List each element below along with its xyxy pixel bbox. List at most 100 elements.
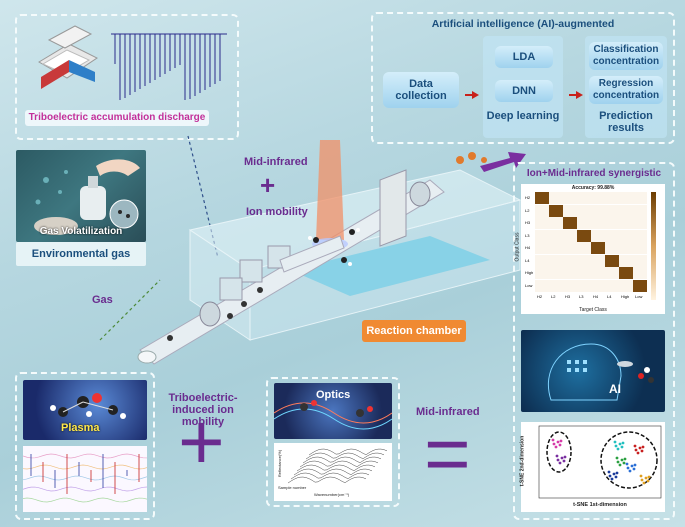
tsne-point [646, 479, 650, 483]
confusion-matrix-row-label: H2 [525, 195, 531, 201]
tsne-point [614, 475, 618, 479]
confusion-matrix-col-label: L3 [579, 294, 584, 299]
confusion-matrix-cell [591, 267, 605, 279]
bottom-plus-sign: + [178, 397, 225, 486]
arrow-2-head [576, 91, 583, 99]
tsne-point [639, 474, 643, 478]
confusion-matrix-cell [619, 229, 633, 242]
plasma-signal-trace [22, 475, 148, 481]
data-collection-box: Data collection [383, 72, 459, 108]
tsne-point [621, 441, 625, 445]
discharge-signal-plot [111, 33, 227, 100]
confusion-matrix-cell [619, 217, 633, 229]
tsne-point [647, 475, 651, 479]
lda-box: LDA [495, 46, 553, 68]
confusion-matrix-cell [535, 229, 549, 242]
confusion-matrix-row-label: H3 [525, 220, 531, 226]
confusion-matrix-cell [633, 267, 647, 279]
confusion-matrix-col-label: Low [635, 294, 643, 299]
confusion-matrix-cell [563, 254, 577, 267]
tsne-point [615, 456, 619, 460]
confusion-matrix-cell [633, 204, 647, 217]
tsne-point [607, 470, 611, 474]
tsne-point [632, 467, 636, 471]
spectrum-trace [305, 452, 385, 460]
confusion-matrix-diagonal-cell [577, 229, 591, 242]
optics-spectrum-plot: Wavenumber(cm⁻¹) Sample number Reflectan… [274, 443, 392, 501]
prediction-results-label: Prediction results [599, 110, 653, 134]
dnn-box: DNN [495, 80, 553, 102]
lda-label: LDA [512, 51, 536, 63]
tsne-point [633, 444, 637, 448]
confusion-matrix-row-label: Low [525, 282, 533, 288]
gas-volatilization-label: Gas Volatilization [39, 226, 123, 237]
tsne-point [620, 458, 624, 462]
confusion-matrix-cell [605, 279, 619, 292]
confusion-matrix-cell [577, 217, 591, 229]
regression-box: Regression concentration [589, 76, 663, 104]
tsne-point [554, 445, 558, 449]
plasma-label: Plasma [61, 422, 100, 434]
tsne-xlabel: t-SNE 1st-dimension [573, 502, 627, 508]
confusion-matrix-diagonal-cell [605, 254, 619, 267]
confusion-matrix-cell [619, 204, 633, 217]
equals-sign: = [424, 409, 471, 498]
confusion-matrix-col-label: H2 [537, 294, 543, 299]
mid-infrared-center-label: Mid-infrared [244, 156, 308, 168]
confusion-matrix-colorbar [651, 192, 656, 300]
confusion-matrix-diagonal-cell [633, 279, 647, 292]
spectrum-trace [299, 460, 379, 468]
ai-panel-title: Artificial intelligence (AI)-augmented [431, 18, 615, 30]
plasma-panel: Plasma [15, 372, 155, 520]
triboelectric-discharge-label: Triboelectric accumulation discharge [25, 110, 209, 126]
confusion-matrix-cell [619, 254, 633, 267]
confusion-matrix-cell [563, 192, 577, 204]
reaction-chamber-label: Reaction chamber [362, 320, 466, 342]
confusion-matrix-cell [563, 267, 577, 279]
optics-label: Optics [316, 389, 351, 401]
arrow-2-line [569, 94, 577, 96]
tsne-point [559, 439, 563, 443]
plasma-signal-trace [22, 453, 148, 459]
confusion-matrix-cell [535, 217, 549, 229]
tsne-point [555, 454, 559, 458]
tsne-point [636, 451, 640, 455]
tsne-point [558, 461, 562, 465]
spectrum-trace [308, 448, 388, 456]
confusion-matrix-cell [549, 254, 563, 267]
confusion-matrix-cell [633, 192, 647, 204]
ai-brain-image: AI [521, 330, 665, 412]
tsne-point [644, 476, 648, 480]
spectrum-trace [302, 456, 382, 464]
confusion-matrix-xlabel: Target Class [579, 307, 607, 313]
confusion-matrix-cell [605, 217, 619, 229]
spectrum-zlabel: Sample number [278, 485, 307, 490]
confusion-matrix-cell [605, 192, 619, 204]
confusion-matrix-row-label: L3 [525, 232, 530, 238]
confusion-matrix-cell [633, 229, 647, 242]
spectrum-ylabel: Reflectance(%) [277, 449, 283, 478]
confusion-matrix-col-label: L2 [551, 294, 556, 299]
tsne-point [608, 474, 612, 478]
tsne-point [616, 447, 620, 451]
confusion-matrix-cell [535, 279, 549, 292]
plasma-signal-svg [22, 453, 148, 503]
dnn-label: DNN [512, 85, 536, 97]
tsne-point [634, 448, 638, 452]
center-plus-sign: + [260, 170, 276, 200]
confusion-matrix-cell [605, 242, 619, 254]
confusion-matrix-cell [549, 267, 563, 279]
perfume-bottle-illustration [34, 159, 140, 235]
confusion-matrix-cell [591, 217, 605, 229]
tsne-point [623, 457, 627, 461]
teng-device-illustration [38, 25, 98, 89]
arrow-1-line [465, 94, 473, 96]
plasma-signal-plot [22, 446, 148, 512]
ai-image-label: AI [609, 382, 621, 396]
confusion-matrix-cell [549, 229, 563, 242]
tsne-point [560, 456, 564, 460]
optics-molecules-illustration [274, 400, 392, 430]
gas-label: Gas [92, 294, 113, 306]
classification-box: Classification concentration [589, 42, 663, 70]
